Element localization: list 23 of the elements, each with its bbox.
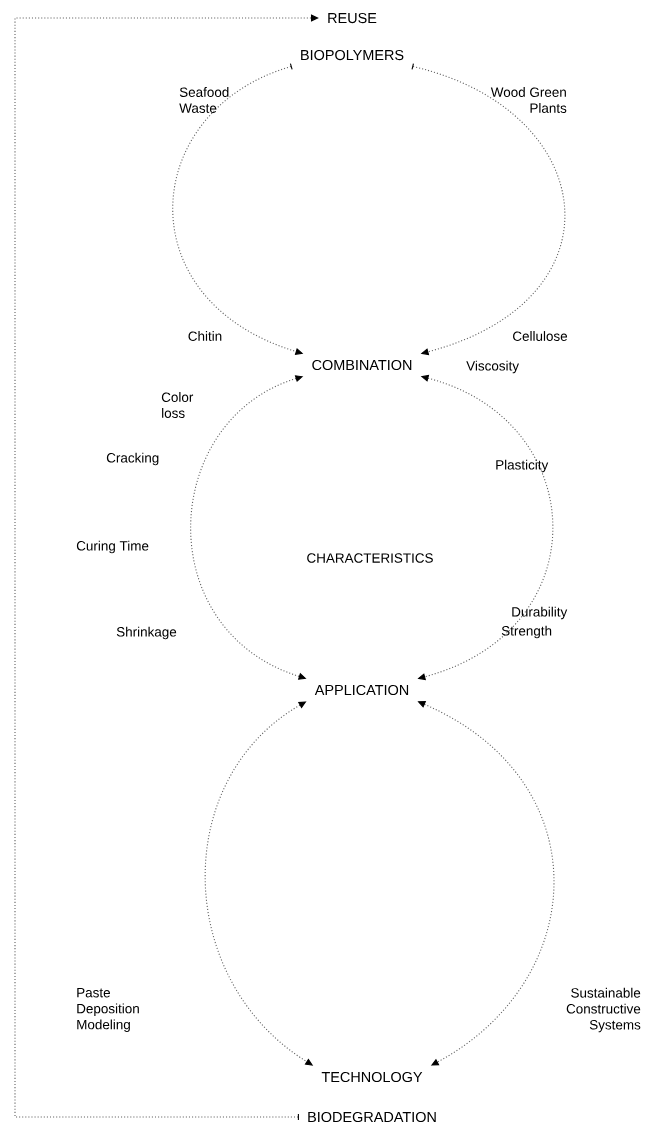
node-label: APPLICATION [314,684,409,696]
side-label: Cracking [106,452,159,466]
side-label: Paste Deposition Modeling [77,988,139,1032]
side-label: Curing Time [76,540,149,554]
side-label: Durability [512,606,568,620]
node-label: BIODEGRADATION [308,1111,436,1123]
arrow [14,14,319,1121]
node-label: BIOPOLYMERS [301,49,404,61]
arrow [411,62,566,356]
side-label: Shrinkage [116,626,177,640]
side-label: Chitin [188,331,222,341]
side-label: Viscosity [466,360,519,374]
side-label: Seafood Waste [179,87,229,113]
side-label: Color loss [161,392,194,418]
node-label: TECHNOLOGY [321,1071,423,1083]
node-label: REUSE [328,12,377,24]
side-label: CHARACTERISTICS [307,553,433,563]
side-label: Plasticity [496,459,549,473]
node-label: COMBINATION [312,359,412,371]
side-label: Wood Green Plants [490,87,567,113]
side-label: Strength [501,625,552,639]
side-label: Sustainable Constructive Systems [566,987,641,1033]
side-label: Cellulose [513,331,568,341]
